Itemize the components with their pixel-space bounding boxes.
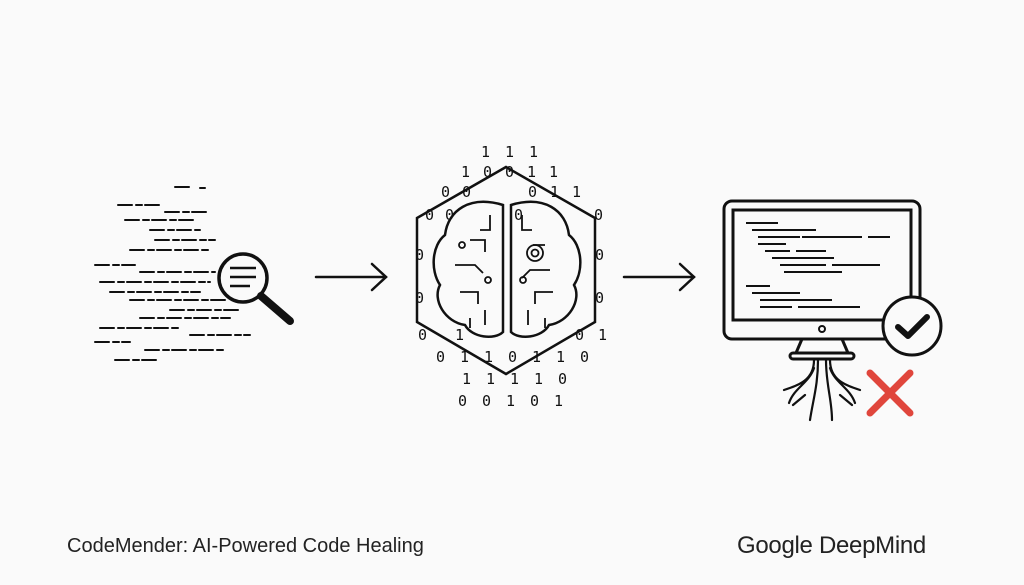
binary-digit: 1: [506, 392, 515, 410]
brain-circuit-hexagon-icon: [415, 165, 597, 376]
binary-digit: 0: [458, 392, 467, 410]
binary-digit: 0: [462, 183, 471, 201]
binary-digit: 1: [462, 370, 471, 388]
binary-digit: 1: [549, 163, 558, 181]
binary-digit: 1: [481, 143, 490, 161]
binary-digit: 0: [530, 392, 539, 410]
binary-digit: 0: [445, 206, 454, 224]
binary-digit: 0: [575, 326, 584, 344]
binary-digit: 1: [505, 143, 514, 161]
binary-digit: 0: [595, 246, 604, 264]
binary-digit: 1: [461, 163, 470, 181]
binary-digit: 1: [572, 183, 581, 201]
monitor-code-icon: [722, 199, 922, 361]
binary-digit: 0: [441, 183, 450, 201]
roots-icon: [782, 358, 862, 422]
binary-digit: 1: [484, 348, 493, 366]
binary-digit: 0: [482, 392, 491, 410]
binary-digit: 1: [554, 392, 563, 410]
binary-digit: 1: [460, 348, 469, 366]
binary-digit: 1: [510, 370, 519, 388]
binary-digit: 0: [415, 246, 424, 264]
arrow-right-icon: [622, 262, 696, 292]
binary-digit: 1: [534, 370, 543, 388]
red-x-icon: [866, 369, 914, 417]
binary-digit: 0: [483, 163, 492, 181]
checkmark-icon: [881, 295, 943, 357]
scattered-code-lines: [94, 186, 251, 361]
magnifier-icon: [217, 252, 294, 325]
binary-digit: 0: [436, 348, 445, 366]
screen-code-lines: [746, 222, 890, 308]
binary-digit: 1: [550, 183, 559, 201]
caption-title: CodeMender: AI-Powered Code Healing: [67, 535, 424, 557]
binary-digit: 1: [455, 326, 464, 344]
binary-digit: 1: [527, 163, 536, 181]
binary-digit: 0: [505, 163, 514, 181]
binary-digit: 0: [508, 348, 517, 366]
binary-digit: 1: [529, 143, 538, 161]
binary-digit: 1: [598, 326, 607, 344]
binary-digit: 0: [594, 206, 603, 224]
binary-digit: 0: [558, 370, 567, 388]
binary-digit: 0: [415, 289, 424, 307]
binary-digit: 0: [528, 183, 537, 201]
binary-digit: 0: [595, 289, 604, 307]
binary-digit: 0: [580, 348, 589, 366]
brand-logo: Google DeepMind: [737, 532, 926, 559]
binary-digit: 1: [486, 370, 495, 388]
binary-digit: 0: [418, 326, 427, 344]
binary-digit: 1: [532, 348, 541, 366]
binary-digit: 0: [425, 206, 434, 224]
binary-digit: 1: [556, 348, 565, 366]
binary-digit: 0: [514, 206, 523, 224]
arrow-right-icon: [314, 262, 388, 292]
